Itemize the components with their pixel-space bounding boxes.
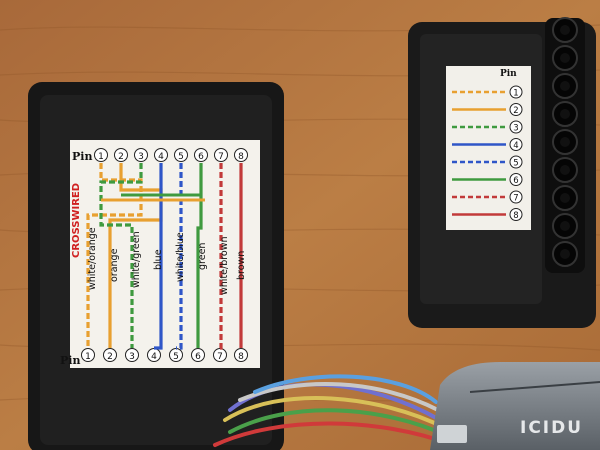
wire-white-brown bbox=[219, 163, 223, 350]
led-core bbox=[560, 249, 570, 259]
right-pin-number: 4 bbox=[513, 141, 518, 151]
wire-name-label: white/green bbox=[131, 231, 142, 288]
top-pin-circle bbox=[214, 148, 228, 162]
right-pin-number: 7 bbox=[513, 194, 518, 204]
bottom-pin-number: 6 bbox=[195, 352, 201, 362]
wire-name-label: green bbox=[197, 243, 208, 270]
top-pin-number: 3 bbox=[138, 152, 144, 162]
left-bottom-pins: 1 2 3 4 5 6 7 8 bbox=[81, 348, 248, 362]
right-pin-number: 5 bbox=[513, 159, 518, 169]
led-core bbox=[560, 137, 570, 147]
right-pin-circle bbox=[509, 208, 523, 221]
led-core bbox=[560, 165, 570, 175]
pin-header-top: Pin bbox=[72, 150, 92, 163]
top-pin-number: 6 bbox=[198, 152, 204, 162]
bottom-pin-circle bbox=[234, 348, 248, 362]
network-cables bbox=[213, 374, 452, 447]
bottom-pin-number: 3 bbox=[129, 352, 135, 362]
right-pin-number: 3 bbox=[513, 124, 518, 134]
left-wires bbox=[86, 163, 243, 350]
wire-name-label: blue bbox=[153, 249, 164, 270]
right-pin-circle bbox=[509, 103, 523, 116]
top-pin-number: 2 bbox=[118, 152, 124, 162]
bottom-pin-number: 4 bbox=[151, 352, 157, 362]
wire-name-label: white/brown bbox=[219, 236, 230, 295]
bottom-pin-number: 2 bbox=[107, 352, 113, 362]
left-wiring-label: 1 2 3 4 5 6 7 8 1 2 3 4 5 6 7 8 Pin Pin CROSSWIRED whi… bbox=[60, 140, 260, 368]
pin-header-bottom: Pin bbox=[60, 354, 80, 367]
right-pin-number: 1 bbox=[513, 89, 518, 99]
led-core bbox=[560, 81, 570, 91]
top-pin-circle bbox=[154, 148, 168, 162]
right-pin-circle bbox=[509, 190, 523, 204]
right-pin-circle bbox=[509, 173, 523, 186]
led-core bbox=[560, 221, 570, 231]
bottom-pin-number: 7 bbox=[217, 352, 223, 362]
led-core bbox=[560, 109, 570, 119]
device-brand: ICIDU bbox=[520, 418, 583, 438]
top-pin-number: 1 bbox=[98, 152, 104, 162]
led-core bbox=[560, 193, 570, 203]
top-pin-circle bbox=[174, 148, 188, 162]
right-pin-circle bbox=[509, 120, 523, 134]
top-pin-number: 8 bbox=[238, 152, 244, 162]
led-core bbox=[560, 53, 570, 63]
right-pin-number: 2 bbox=[513, 106, 518, 116]
icidu-device: ICIDU bbox=[430, 362, 600, 450]
right-pin-circle bbox=[509, 85, 523, 99]
bottom-pin-circle bbox=[81, 348, 95, 362]
top-pin-circle bbox=[134, 148, 148, 162]
wire-name-label: white/orange bbox=[87, 227, 98, 290]
wire-white-blue bbox=[176, 163, 183, 350]
top-pin-circle bbox=[114, 148, 128, 162]
bottom-pin-circle bbox=[103, 348, 117, 362]
top-pin-circle bbox=[234, 148, 248, 162]
led-core bbox=[560, 25, 570, 35]
right-pin-circle bbox=[509, 138, 523, 151]
right-wiring-label: Pin 1 2 3 4 5 6 7 8 bbox=[446, 66, 531, 230]
top-pin-circle bbox=[94, 148, 108, 162]
wire-name-label: white/blue bbox=[175, 232, 186, 282]
bottom-pin-number: 8 bbox=[238, 352, 244, 362]
bottom-pin-number: 5 bbox=[173, 352, 179, 362]
wire-white-orange bbox=[86, 163, 143, 348]
top-pin-number: 5 bbox=[178, 152, 184, 162]
bottom-pin-circle bbox=[125, 348, 139, 362]
top-pin-number: 4 bbox=[158, 152, 164, 162]
right-pin-number: 6 bbox=[513, 176, 518, 186]
top-pin-number: 7 bbox=[218, 152, 224, 162]
left-top-pins: 1 2 3 4 5 6 7 8 bbox=[94, 148, 248, 162]
bottom-pin-circle bbox=[191, 348, 205, 362]
wire-white-green bbox=[99, 163, 143, 348]
right-pin-header: Pin bbox=[500, 69, 517, 79]
right-pin-number: 8 bbox=[513, 211, 518, 221]
right-pin-circle bbox=[509, 155, 523, 169]
wire-name-label: orange bbox=[109, 248, 120, 282]
wire-name-labels: white/orange orange white/green blue white/b… bbox=[87, 227, 247, 295]
wire-name-label: brown bbox=[236, 251, 247, 280]
wire-blue bbox=[154, 163, 163, 350]
crosswired-label: CROSSWIRED bbox=[71, 183, 82, 258]
bottom-pin-number: 1 bbox=[85, 352, 91, 362]
top-pin-circle bbox=[194, 148, 208, 162]
